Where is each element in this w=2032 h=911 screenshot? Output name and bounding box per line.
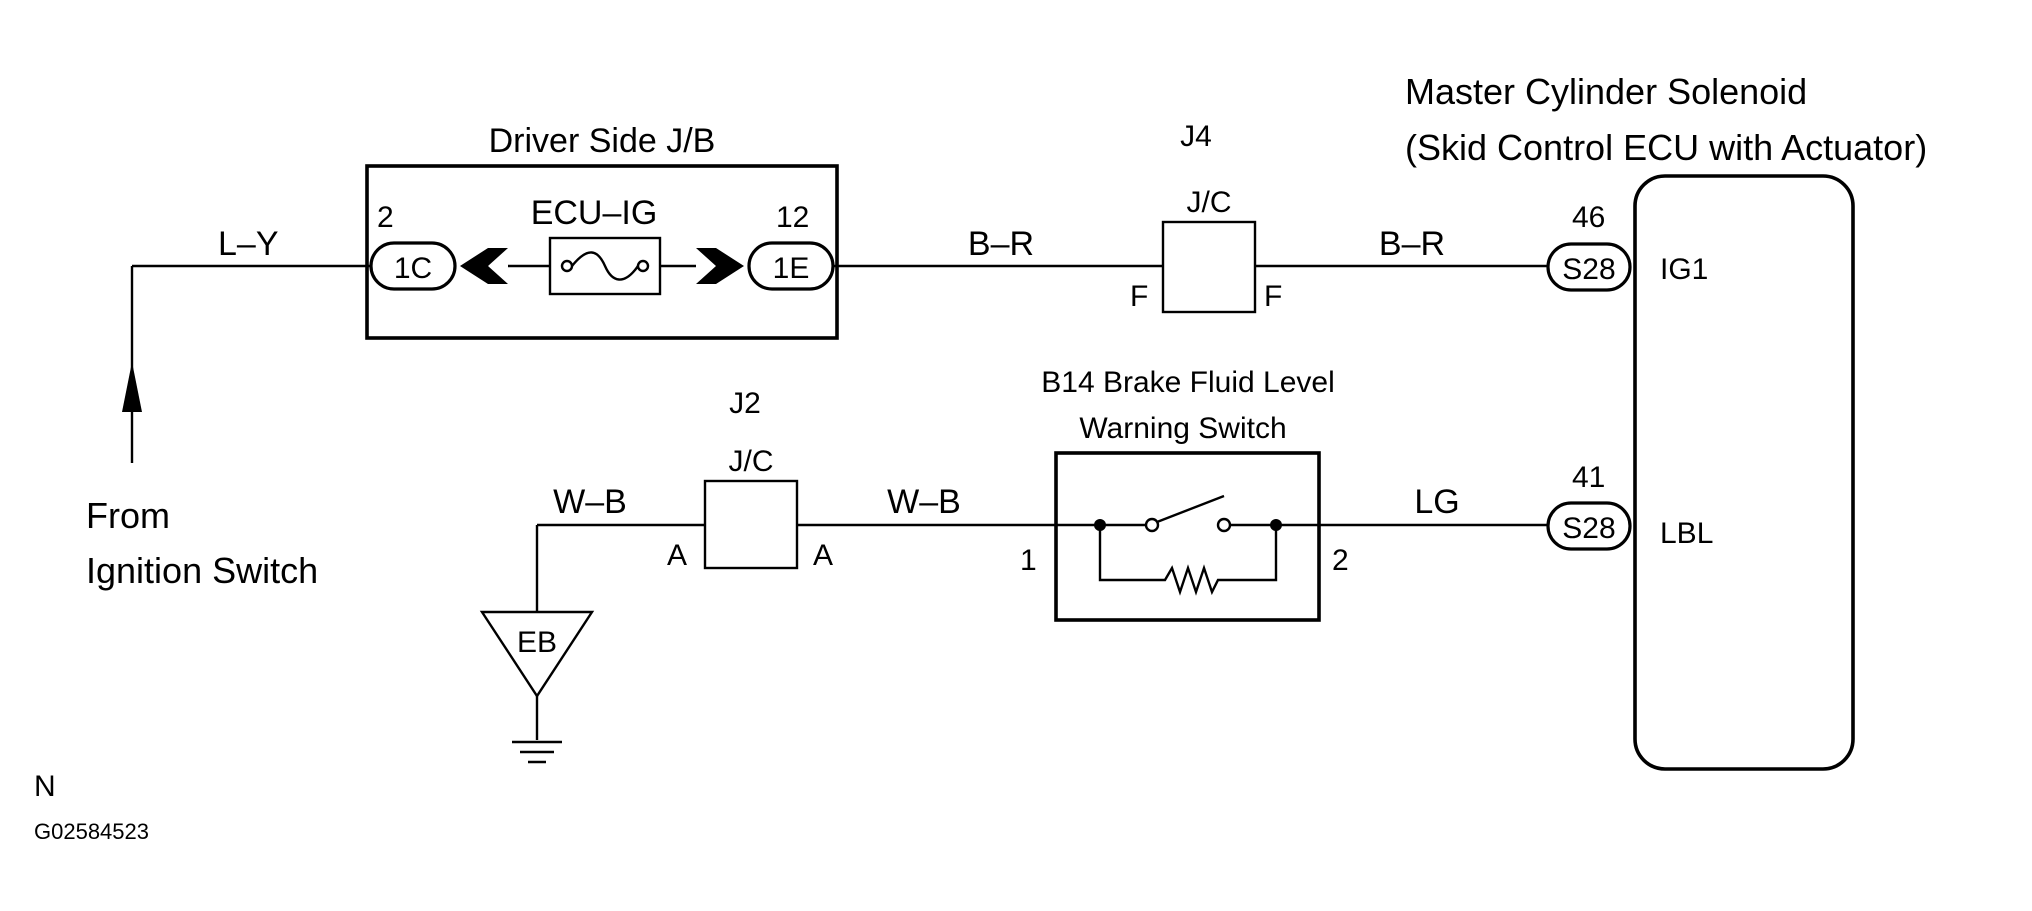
pin-2-label: 2 [377,201,394,234]
pin-12-label: 12 [776,201,809,234]
connector-s28-ig1 [1546,242,1632,292]
wire-color-lg: LG [1414,483,1459,521]
diagram-code: G02584523 [34,819,149,844]
corner-mark: N [34,770,56,803]
from-label-line1: From [86,495,170,536]
ground-eb-symbol [479,610,595,740]
component-title-line1: Master Cylinder Solenoid [1405,71,1807,112]
wire-color-wb-right: W–B [887,483,961,521]
ground-eb-label: EB [517,626,557,659]
ground-wire [535,523,705,612]
connector-s28-lbl [1546,501,1632,551]
terminal-ig1: IG1 [1660,253,1708,286]
component-title-line2: (Skid Control ECU with Actuator) [1405,127,1927,168]
fuse-label: ECU–IG [531,194,658,232]
connector-1e-label: 1E [773,252,810,285]
junction-connector-j2 [703,479,799,570]
brake-fluid-level-switch [1054,451,1321,622]
from-label-line2: Ignition Switch [86,550,318,591]
connector-1c-label: 1C [394,252,432,285]
j2-left-pin: A [667,539,687,572]
j4-right-pin: F [1264,280,1282,313]
j2-type-label: J/C [729,445,774,478]
junction-block-title: Driver Side J/B [489,122,716,160]
chevron-right-icon [696,248,744,284]
pin-41-label: 41 [1572,461,1605,494]
connector-s28-bottom-label: S28 [1562,512,1615,545]
ground-icon [512,740,562,764]
switch-pin-1: 1 [1020,544,1037,577]
j4-label: J4 [1180,120,1212,153]
switch-pin-2: 2 [1332,544,1349,577]
driver-side-junction-block [365,164,839,340]
chevron-left-icon [460,248,508,284]
switch-name-line1: B14 Brake Fluid Level [1041,366,1335,399]
connector-1c [369,241,457,291]
wire-color-br-right: B–R [1379,225,1445,263]
switch-name-line2: Warning Switch [1079,412,1286,445]
pin-46-label: 46 [1572,201,1605,234]
connector-s28-top-label: S28 [1562,253,1615,286]
fuse-ecu-ig [548,236,662,296]
j2-right-pin: A [813,539,833,572]
j4-left-pin: F [1130,280,1148,313]
j4-type-label: J/C [1187,186,1232,219]
terminal-lbl: LBL [1660,517,1713,550]
wire-color-br-left: B–R [968,225,1034,263]
ignition-feed-wire [122,264,374,463]
wire-color-wb-left: W–B [553,483,627,521]
j2-label: J2 [729,387,761,420]
wire-color-ly: L–Y [218,225,279,263]
master-cylinder-solenoid-ecu [1633,174,1855,771]
junction-connector-j4 [1161,220,1257,314]
